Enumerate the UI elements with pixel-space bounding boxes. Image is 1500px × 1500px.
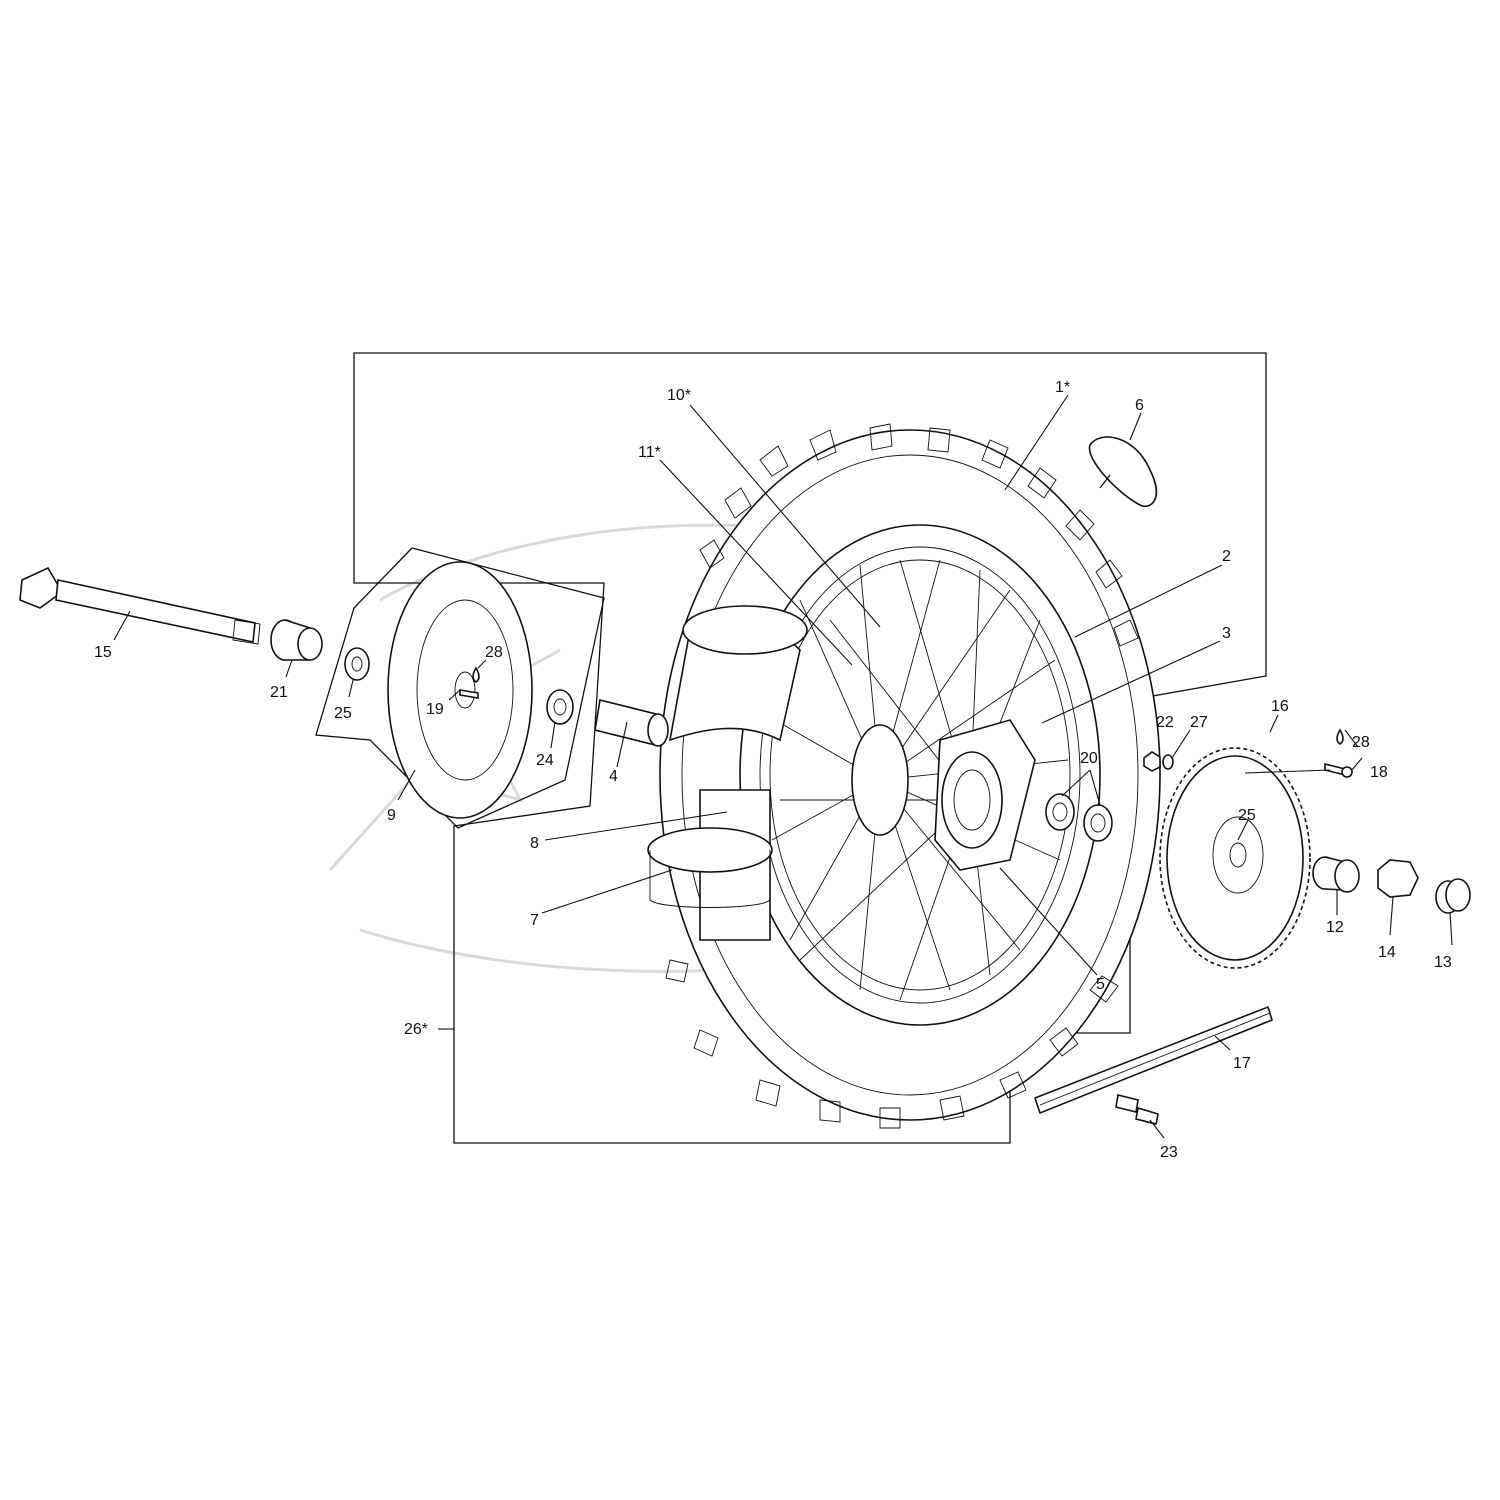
small-hardware <box>459 666 1353 778</box>
label-part-10: 10* <box>667 387 691 404</box>
sprocket <box>1159 747 1311 969</box>
label-part-27: 27 <box>1190 714 1208 731</box>
label-part-19: 19 <box>426 701 444 718</box>
drive-chain <box>1034 1005 1273 1115</box>
inner-tube <box>647 605 808 908</box>
label-part-9: 9 <box>387 807 396 824</box>
label-part-13: 13 <box>1434 954 1452 971</box>
label-part-25-left: 25 <box>334 705 352 722</box>
rim <box>739 524 1101 1026</box>
spacer-tube <box>594 699 669 747</box>
label-part-17: 17 <box>1233 1055 1251 1072</box>
bearings <box>546 689 1113 842</box>
part-labels: 1* 2 3 4 5 6 7 8 9 10* 11* 12 13 14 15 1… <box>94 379 1452 1161</box>
label-part-20: 20 <box>1080 750 1098 767</box>
leader-lines <box>113 394 1453 1139</box>
label-part-22: 22 <box>1156 714 1174 731</box>
label-part-2: 2 <box>1222 548 1231 565</box>
label-part-4: 4 <box>609 768 618 785</box>
label-part-12: 12 <box>1326 919 1344 936</box>
label-part-28-left: 28 <box>485 644 503 661</box>
label-part-21: 21 <box>270 684 288 701</box>
label-part-6: 6 <box>1135 397 1144 414</box>
label-part-25-right: 25 <box>1238 807 1256 824</box>
axle <box>19 566 261 645</box>
label-part-28-right: 28 <box>1352 734 1370 751</box>
label-part-7: 7 <box>530 912 539 929</box>
label-part-26: 26* <box>404 1021 428 1038</box>
hub <box>851 719 1036 871</box>
label-part-18: 18 <box>1370 764 1388 781</box>
label-part-15: 15 <box>94 644 112 661</box>
label-part-3: 3 <box>1222 625 1231 642</box>
label-part-1: 1* <box>1055 379 1070 396</box>
assembly-frame <box>353 352 1267 1144</box>
label-part-14: 14 <box>1378 944 1396 961</box>
disc-flange-left <box>344 647 370 681</box>
label-part-16: 16 <box>1271 698 1289 715</box>
label-part-23: 23 <box>1160 1144 1178 1161</box>
label-part-8: 8 <box>530 835 539 852</box>
label-part-5: 5 <box>1096 976 1105 993</box>
axle-spacer-left <box>270 619 323 661</box>
axle-cap <box>1435 878 1471 914</box>
label-part-11: 11* <box>638 444 661 461</box>
label-part-24: 24 <box>536 752 554 769</box>
axle-spacer-right <box>1312 856 1360 893</box>
chain-master-link <box>1115 1094 1159 1125</box>
axle-nut <box>1377 859 1419 898</box>
rim-lock <box>1088 436 1157 507</box>
